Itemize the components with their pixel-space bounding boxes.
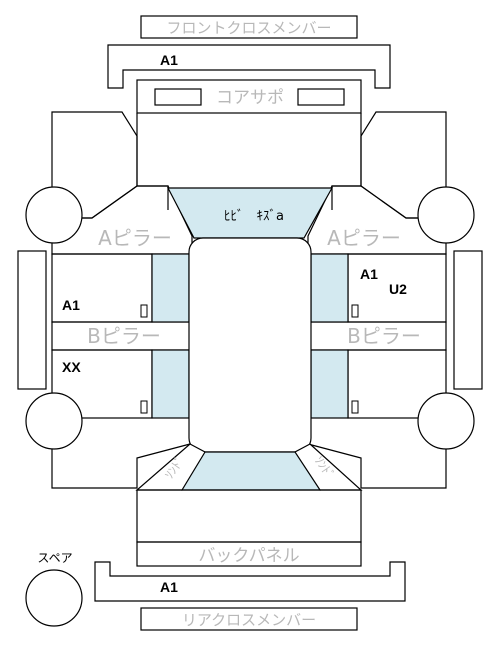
- right-rear-window[interactable]: [310, 349, 349, 419]
- left-front-door-handle: [140, 304, 148, 318]
- spare-tire[interactable]: [25, 569, 83, 627]
- left-front-window[interactable]: [151, 253, 190, 323]
- damage-code-left-front-door: A1: [62, 297, 80, 313]
- left-rear-quarter[interactable]: [51, 418, 191, 489]
- right-front-window[interactable]: [310, 253, 349, 323]
- front-body-outline: [136, 113, 169, 210]
- rear-bumper-shape[interactable]: [94, 561, 406, 602]
- left-front-wheel[interactable]: [25, 186, 83, 244]
- front-cross-member-label: フロントクロスメンバー: [166, 19, 331, 37]
- right-front-door-handle: [351, 304, 359, 318]
- left-rear-window[interactable]: [151, 349, 190, 419]
- damage-code-front-cross-member: A1: [160, 52, 178, 68]
- b-pillar-left-label: Bピラー: [87, 324, 161, 348]
- left-rear-wheel[interactable]: [25, 392, 83, 450]
- right-rear-door-handle: [351, 400, 359, 414]
- right-side-sill[interactable]: [453, 250, 483, 390]
- core-support-right-slot: [297, 88, 345, 106]
- trunk-area[interactable]: [136, 489, 362, 543]
- damage-code-right-front-door-1: A1: [360, 266, 378, 282]
- core-support-area[interactable]: [136, 79, 362, 114]
- core-support-label: コアサポ: [216, 88, 284, 108]
- right-front-wheel[interactable]: [417, 186, 475, 244]
- rear-cross-member-box[interactable]: [140, 607, 358, 631]
- windshield-note: ﾋﾋﾞ ｷｽﾞa: [224, 209, 284, 224]
- left-rear-door-handle: [140, 400, 148, 414]
- right-rear-wheel[interactable]: [417, 392, 475, 450]
- right-rear-quarter[interactable]: [307, 418, 447, 489]
- damage-code-left-rear-door: XX: [62, 359, 81, 375]
- left-side-sill[interactable]: [17, 250, 47, 390]
- roof-panel[interactable]: [188, 237, 312, 453]
- front-body-outline-right: [331, 113, 362, 210]
- windshield[interactable]: [167, 187, 334, 239]
- spare-label: スペア: [37, 551, 72, 565]
- back-panel-label: バックパネル: [198, 546, 299, 566]
- b-pillar-right-label: Bピラー: [347, 324, 421, 348]
- front-bumper-shape[interactable]: [107, 44, 391, 89]
- rear-cross-member-label: リアクロスメンバー: [182, 611, 316, 629]
- front-cross-member-box[interactable]: [140, 15, 358, 39]
- a-pillar-right-label: Aピラー: [327, 226, 401, 250]
- a-pillar-left-label: Aピラー: [98, 226, 172, 250]
- damage-code-right-front-door-2: U2: [389, 281, 407, 297]
- damage-code-rear-cross-member: A1: [160, 579, 178, 595]
- back-panel-box[interactable]: [136, 541, 362, 567]
- core-support-left-slot: [154, 88, 202, 106]
